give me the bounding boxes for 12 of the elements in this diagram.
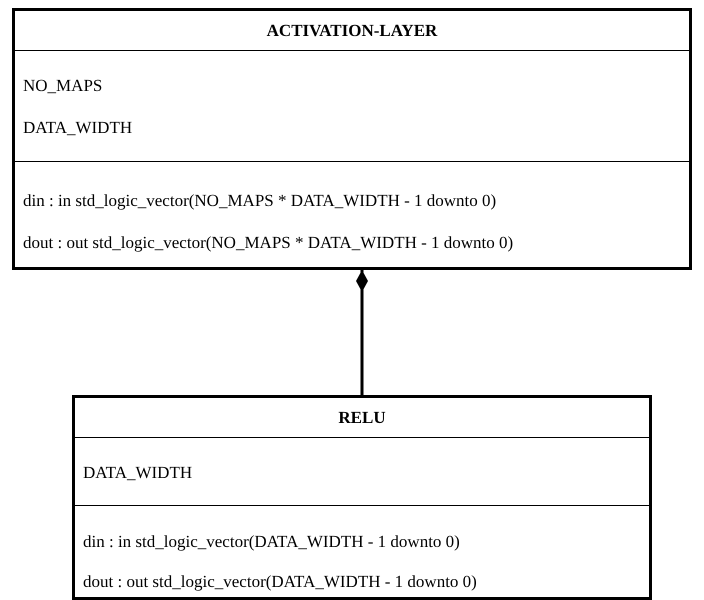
attribute-text: DATA_WIDTH (82, 462, 194, 484)
class-name: RELU (337, 407, 387, 429)
attribute-text: NO_MAPS (22, 75, 104, 97)
operation-text: din : in std_logic_vector(NO_MAPS * DATA_WIDTH - 1 downto 0) (22, 190, 498, 212)
operation-text: dout : out std_logic_vector(NO_MAPS * DATA_WIDTH - 1 downto 0) (22, 232, 514, 254)
class-box (12, 8, 692, 270)
class-name: ACTIVATION-LAYER (266, 20, 438, 42)
composition-connector (356, 270, 368, 395)
operation-text: dout : out std_logic_vector(DATA_WIDTH - 1 downto 0) (82, 571, 478, 593)
attribute-text: DATA_WIDTH (22, 117, 134, 139)
operation-text: din : in std_logic_vector(DATA_WIDTH - 1 downto 0) (82, 531, 461, 553)
class-box (72, 395, 652, 600)
